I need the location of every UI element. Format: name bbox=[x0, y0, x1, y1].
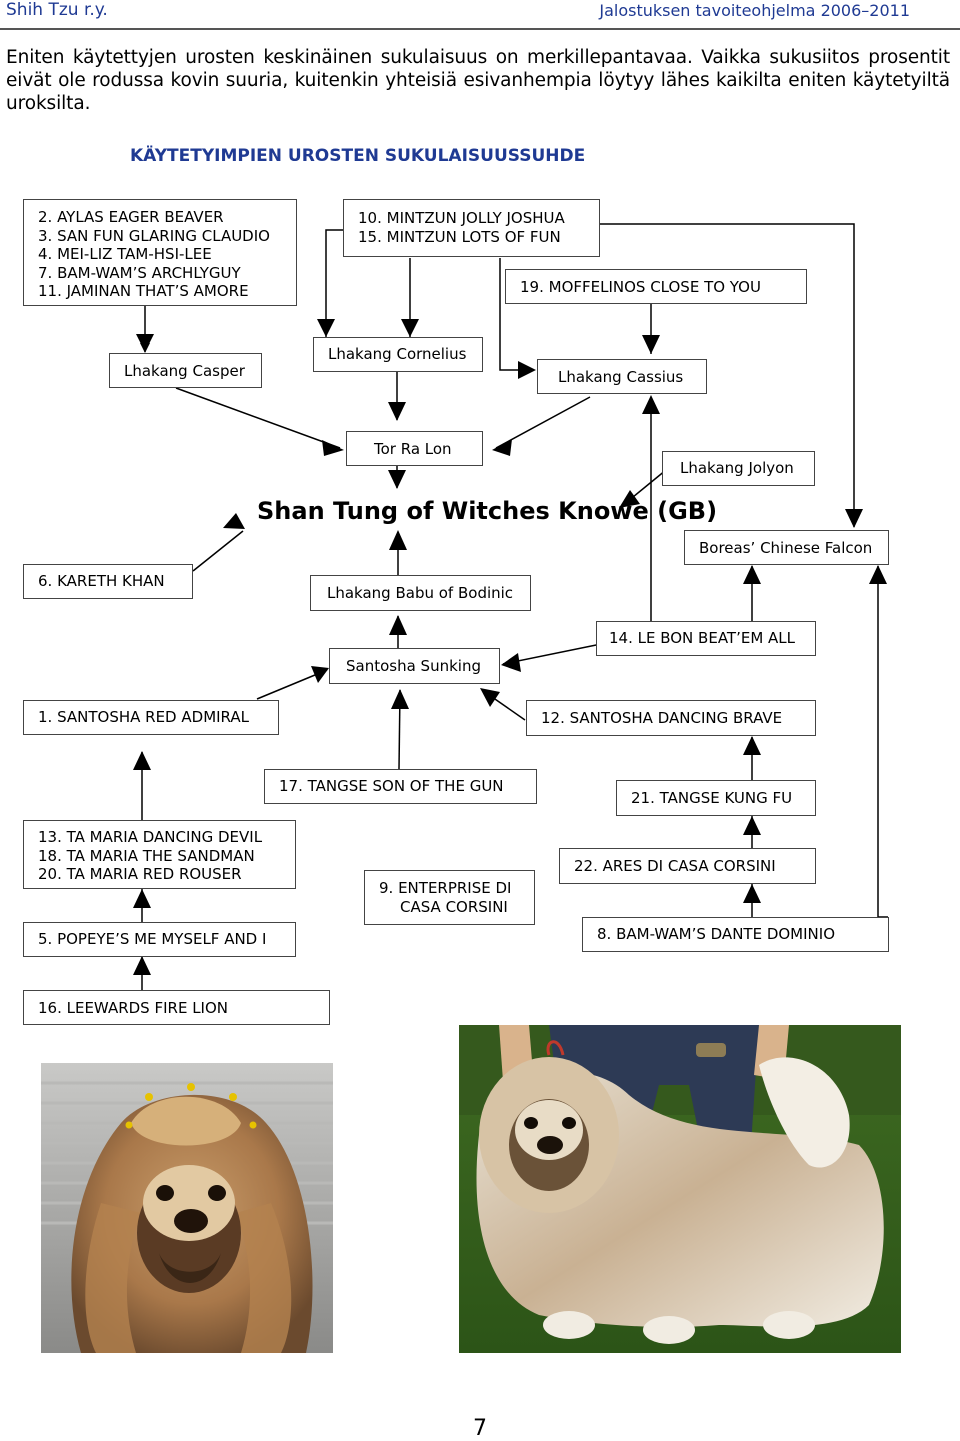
head-casper bbox=[136, 334, 154, 352]
box-ta-maria: 13. TA MARIA DANCING DEVIL 18. TA MARIA … bbox=[23, 820, 296, 889]
box-tangse-son-of-gun: 17. TANGSE SON OF THE GUN bbox=[264, 769, 537, 804]
head-tamaria-up bbox=[133, 889, 151, 908]
head-shantung-from-kareth bbox=[223, 513, 245, 529]
dog-bam-wam-archlyguy: 7. BAM-WAM’S ARCHLYGUY bbox=[38, 263, 241, 282]
head-cornelius-down bbox=[388, 402, 406, 421]
dog-mei-liz: 4. MEI-LIZ TAM-HSI-LEE bbox=[38, 245, 212, 263]
box-lhakang-cassius: Lhakang Cassius bbox=[537, 359, 707, 394]
page-number: 7 bbox=[473, 1416, 487, 1441]
head-babu-up bbox=[389, 615, 407, 635]
box-dante-dominio: 8. BAM-WAM’S DANTE DOMINIO bbox=[582, 917, 889, 952]
head-kungfu-up bbox=[743, 816, 761, 835]
head-cornelius-left bbox=[317, 319, 335, 337]
box-group-b: 10. MINTZUN JOLLY JOSHUA 15. MINTZUN LOT… bbox=[343, 199, 600, 257]
dog-ta-maria-rouser: 20. TA MARIA RED ROUSER bbox=[38, 865, 242, 883]
arrow-dominio-to-boreas bbox=[877, 566, 888, 918]
head-shantung-from-babu bbox=[389, 530, 407, 550]
dog-enterprise-line2: CASA CORSINI bbox=[400, 897, 508, 916]
head-torralon-right bbox=[492, 439, 512, 456]
head-shantung-from-jolyon bbox=[619, 490, 640, 508]
arrow-group-b-to-boreas bbox=[600, 223, 855, 527]
box-tangse-kung-fu: 21. TANGSE KUNG FU bbox=[616, 780, 816, 816]
dog-mintzun-lots: 15. MINTZUN LOTS OF FUN bbox=[358, 227, 561, 246]
arrow-lebon-to-sunking bbox=[502, 642, 607, 665]
page-header: Shih Tzu r.y. Jalostuksen tavoiteohjelma… bbox=[0, 0, 960, 30]
head-moffelinos bbox=[642, 335, 660, 354]
box-dancing-brave: 12. SANTOSHA DANCING BRAVE bbox=[526, 700, 816, 736]
box-santosha-sunking: Santosha Sunking bbox=[329, 648, 500, 684]
box-moffelinos: 19. MOFFELINOS CLOSE TO YOU bbox=[505, 269, 807, 304]
head-cornelius bbox=[401, 319, 419, 337]
arrow-casper-to-torralon bbox=[175, 387, 341, 449]
dog-enterprise-line1: 9. ENTERPRISE DI bbox=[379, 879, 512, 897]
dog-ta-maria-sandman: 18. TA MARIA THE SANDMAN bbox=[38, 846, 255, 865]
head-sunking-right bbox=[501, 653, 521, 672]
box-boreas: Boreas’ Chinese Falcon bbox=[684, 530, 889, 565]
box-le-bon: 14. LE BON BEAT’EM ALL bbox=[596, 621, 816, 656]
header-org: Shih Tzu r.y. bbox=[6, 0, 108, 20]
box-leewards: 16. LEEWARDS FIRE LION bbox=[23, 990, 330, 1025]
head-popeye-up bbox=[133, 956, 151, 975]
photo-shih-tzu-portrait bbox=[41, 1063, 333, 1353]
chart-title: KÄYTETYIMPIEN UROSTEN SUKULAISUUSSUHDE bbox=[130, 146, 586, 166]
dog-mintzun-jolly: 10. MINTZUN JOLLY JOSHUA bbox=[358, 209, 565, 227]
pedigree-arrows bbox=[133, 223, 888, 990]
box-lhakang-casper: Lhakang Casper bbox=[109, 353, 262, 388]
dog-aylas: 2. AYLAS EAGER BEAVER bbox=[38, 208, 224, 226]
head-sunking-from-brave bbox=[480, 688, 500, 707]
arrow-kareth-to-shantung bbox=[192, 530, 244, 572]
box-lhakang-cornelius: Lhakang Cornelius bbox=[313, 337, 483, 372]
dog-san-fun: 3. SAN FUN GLARING CLAUDIO bbox=[38, 226, 270, 245]
dog-jaminan: 11. JAMINAN THAT’S AMORE bbox=[38, 282, 249, 300]
box-red-admiral: 1. SANTOSHA RED ADMIRAL bbox=[23, 700, 279, 735]
head-redadmiral-up bbox=[133, 751, 151, 770]
box-shan-tung: Shan Tung of Witches Knowe (GB) bbox=[257, 497, 718, 525]
photo-shih-tzu-standing bbox=[459, 1025, 901, 1353]
head-boreas-dominio bbox=[869, 565, 887, 584]
box-tor-ra-lon: Tor Ra Lon bbox=[346, 431, 483, 466]
head-cassius-up bbox=[642, 395, 660, 414]
dog-ta-maria-devil: 13. TA MARIA DANCING DEVIL bbox=[38, 828, 263, 846]
head-shantung-from-torralon bbox=[388, 470, 406, 489]
box-lhakang-babu: Lhakang Babu of Bodinic bbox=[310, 575, 531, 611]
head-torralon-left bbox=[322, 440, 344, 456]
head-sunking-from-gun bbox=[391, 689, 409, 709]
box-lhakang-jolyon: Lhakang Jolyon bbox=[662, 451, 815, 486]
arrow-group-b-to-cornelius-left bbox=[325, 229, 343, 337]
box-popeye: 5. POPEYE’S ME MYSELF AND I bbox=[23, 922, 296, 957]
head-dancingbrave-up bbox=[743, 736, 761, 755]
box-group-a: 2. AYLAS EAGER BEAVER 3. SAN FUN GLARING… bbox=[23, 199, 297, 306]
box-kareth-khan: 6. KARETH KHAN bbox=[23, 564, 193, 599]
box-ares: 22. ARES DI CASA CORSINI bbox=[559, 848, 816, 884]
head-cassius-left bbox=[518, 361, 536, 379]
header-doc-title: Jalostuksen tavoiteohjelma 2006–2011 bbox=[599, 1, 910, 20]
head-boreas bbox=[845, 509, 863, 528]
head-ares-up bbox=[743, 884, 761, 903]
head-sunking-left bbox=[311, 666, 329, 683]
intro-paragraph: Eniten käytettyjen urosten keskinäinen s… bbox=[6, 47, 950, 114]
head-boreas-up bbox=[743, 565, 761, 584]
header-divider bbox=[0, 28, 960, 30]
box-enterprise: 9. ENTERPRISE DI CASA CORSINI bbox=[364, 870, 535, 925]
